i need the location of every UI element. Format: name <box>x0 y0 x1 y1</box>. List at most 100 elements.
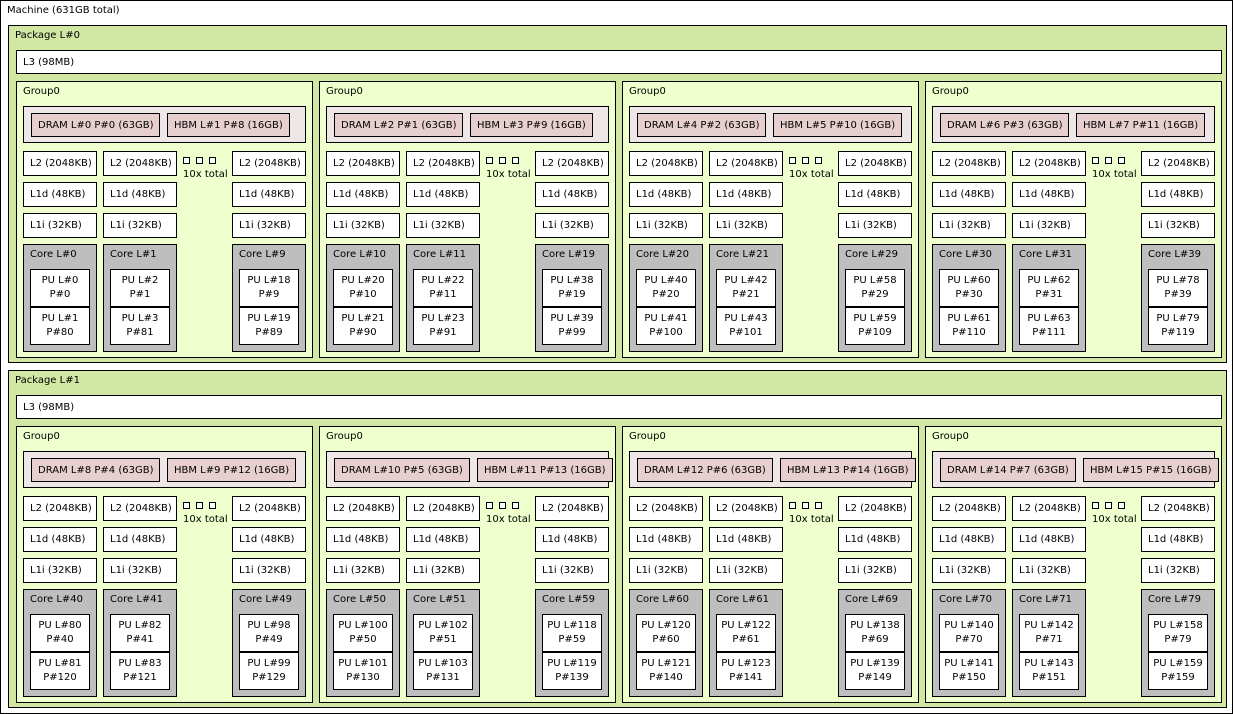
core-box: Core L#50PU L#100P#50PU L#101P#130 <box>326 589 400 697</box>
pu-box: PU L#83P#121 <box>110 652 170 690</box>
core-label: Core L#71 <box>1019 593 1072 606</box>
pu-physical-index: P#0 <box>50 288 71 302</box>
pu-physical-index: P#119 <box>1161 326 1195 340</box>
pu-box: PU L#2P#1 <box>110 269 170 307</box>
pu-physical-index: P#80 <box>46 326 73 340</box>
hbm-node: HBM L#7 P#11 (16GB) <box>1076 113 1205 137</box>
core-label: Core L#70 <box>939 593 992 606</box>
l1d-cache: L1d (48KB) <box>535 182 609 207</box>
pu-logical-index: PU L#0 <box>42 274 79 288</box>
pu-physical-index: P#150 <box>952 671 986 685</box>
pu-logical-index: PU L#121 <box>641 657 691 671</box>
l1i-cache: L1i (32KB) <box>1141 213 1215 238</box>
pu-physical-index: P#1 <box>130 288 151 302</box>
core-box: Core L#39PU L#78P#39PU L#79P#119 <box>1141 244 1215 352</box>
l1i-cache: L1i (32KB) <box>326 558 400 583</box>
l1i-cache: L1i (32KB) <box>326 213 400 238</box>
group-box: Group0DRAM L#8 P#4 (63GB)HBM L#9 P#12 (1… <box>16 426 313 703</box>
pu-logical-index: PU L#58 <box>853 274 896 288</box>
l2-cache: L2 (2048KB) <box>23 496 97 521</box>
pu-physical-index: P#101 <box>729 326 763 340</box>
pu-physical-index: P#20 <box>652 288 679 302</box>
pu-physical-index: P#11 <box>429 288 456 302</box>
pu-logical-index: PU L#138 <box>850 619 900 633</box>
core-box: Core L#70PU L#140P#70PU L#141P#150 <box>932 589 1006 697</box>
l1d-cache: L1d (48KB) <box>103 527 177 552</box>
pu-logical-index: PU L#21 <box>341 312 384 326</box>
pu-logical-index: PU L#118 <box>547 619 597 633</box>
l1i-cache: L1i (32KB) <box>535 213 609 238</box>
l1i-cache: L1i (32KB) <box>1012 213 1086 238</box>
l1d-cache: L1d (48KB) <box>709 182 783 207</box>
hbm-node: HBM L#1 P#8 (16GB) <box>167 113 290 137</box>
package-box: Package L#0L3 (98MB)Group0DRAM L#0 P#0 (… <box>8 25 1227 363</box>
l2-cache: L2 (2048KB) <box>232 151 306 176</box>
pu-physical-index: P#141 <box>729 671 763 685</box>
core-box: Core L#60PU L#120P#60PU L#121P#140 <box>629 589 703 697</box>
pu-physical-index: P#31 <box>1035 288 1062 302</box>
pu-box: PU L#159P#159 <box>1148 652 1208 690</box>
pu-physical-index: P#111 <box>1032 326 1066 340</box>
pu-logical-index: PU L#79 <box>1156 312 1199 326</box>
pu-physical-index: P#90 <box>349 326 376 340</box>
l2-cache: L2 (2048KB) <box>535 151 609 176</box>
pu-logical-index: PU L#42 <box>724 274 767 288</box>
pu-physical-index: P#41 <box>126 633 153 647</box>
core-label: Core L#49 <box>239 593 292 606</box>
core-label: Core L#19 <box>542 248 595 261</box>
core-label: Core L#61 <box>716 593 769 606</box>
l1i-cache: L1i (32KB) <box>932 558 1006 583</box>
pu-logical-index: PU L#99 <box>247 657 290 671</box>
pu-logical-index: PU L#98 <box>247 619 290 633</box>
pu-box: PU L#42P#21 <box>716 269 776 307</box>
l2-cache: L2 (2048KB) <box>838 496 912 521</box>
l2-cache: L2 (2048KB) <box>406 496 480 521</box>
core-box: Core L#29PU L#58P#29PU L#59P#109 <box>838 244 912 352</box>
core-label: Core L#21 <box>716 248 769 261</box>
core-label: Core L#31 <box>1019 248 1072 261</box>
group-box: Group0DRAM L#14 P#7 (63GB)HBM L#15 P#15 … <box>925 426 1222 703</box>
l2-cache: L2 (2048KB) <box>406 151 480 176</box>
pu-box: PU L#80P#40 <box>30 614 90 652</box>
core-label: Core L#20 <box>636 248 689 261</box>
pu-physical-index: P#49 <box>255 633 282 647</box>
pu-physical-index: P#30 <box>955 288 982 302</box>
pu-logical-index: PU L#159 <box>1153 657 1203 671</box>
pu-box: PU L#19P#89 <box>239 307 299 345</box>
core-box: Core L#21PU L#42P#21PU L#43P#101 <box>709 244 783 352</box>
pu-physical-index: P#120 <box>43 671 77 685</box>
pu-box: PU L#63P#111 <box>1019 307 1079 345</box>
core-box: Core L#69PU L#138P#69PU L#139P#149 <box>838 589 912 697</box>
l2-cache: L2 (2048KB) <box>103 496 177 521</box>
l1i-cache: L1i (32KB) <box>838 558 912 583</box>
group-box: Group0DRAM L#2 P#1 (63GB)HBM L#3 P#9 (16… <box>319 81 616 358</box>
pu-logical-index: PU L#141 <box>944 657 994 671</box>
pu-logical-index: PU L#63 <box>1027 312 1070 326</box>
collapsed-count-label: 10x total <box>486 169 531 181</box>
dram-node: DRAM L#12 P#6 (63GB) <box>637 458 773 482</box>
l3-cache: L3 (98MB) <box>16 395 1222 419</box>
l1d-cache: L1d (48KB) <box>1141 527 1215 552</box>
core-label: Core L#1 <box>110 248 157 261</box>
pu-box: PU L#119P#139 <box>542 652 602 690</box>
core-label: Core L#79 <box>1148 593 1201 606</box>
dram-node: DRAM L#14 P#7 (63GB) <box>940 458 1076 482</box>
collapsed-square-icon <box>196 502 203 509</box>
l2-cache: L2 (2048KB) <box>629 151 703 176</box>
pu-box: PU L#58P#29 <box>845 269 905 307</box>
pu-box: PU L#81P#120 <box>30 652 90 690</box>
memory-node-box: DRAM L#0 P#0 (63GB)HBM L#1 P#8 (16GB) <box>23 106 306 143</box>
core-box: Core L#1PU L#2P#1PU L#3P#81 <box>103 244 177 352</box>
pu-box: PU L#141P#150 <box>939 652 999 690</box>
memory-node-box: DRAM L#2 P#1 (63GB)HBM L#3 P#9 (16GB) <box>326 106 609 143</box>
collapsed-square-icon <box>183 502 190 509</box>
pu-logical-index: PU L#20 <box>341 274 384 288</box>
pu-physical-index: P#91 <box>429 326 456 340</box>
pu-logical-index: PU L#62 <box>1027 274 1070 288</box>
l1d-cache: L1d (48KB) <box>838 182 912 207</box>
l1d-cache: L1d (48KB) <box>629 527 703 552</box>
l1i-cache: L1i (32KB) <box>23 213 97 238</box>
core-label: Core L#40 <box>30 593 83 606</box>
hbm-node: HBM L#3 P#9 (16GB) <box>470 113 593 137</box>
group-box: Group0DRAM L#6 P#3 (63GB)HBM L#7 P#11 (1… <box>925 81 1222 358</box>
